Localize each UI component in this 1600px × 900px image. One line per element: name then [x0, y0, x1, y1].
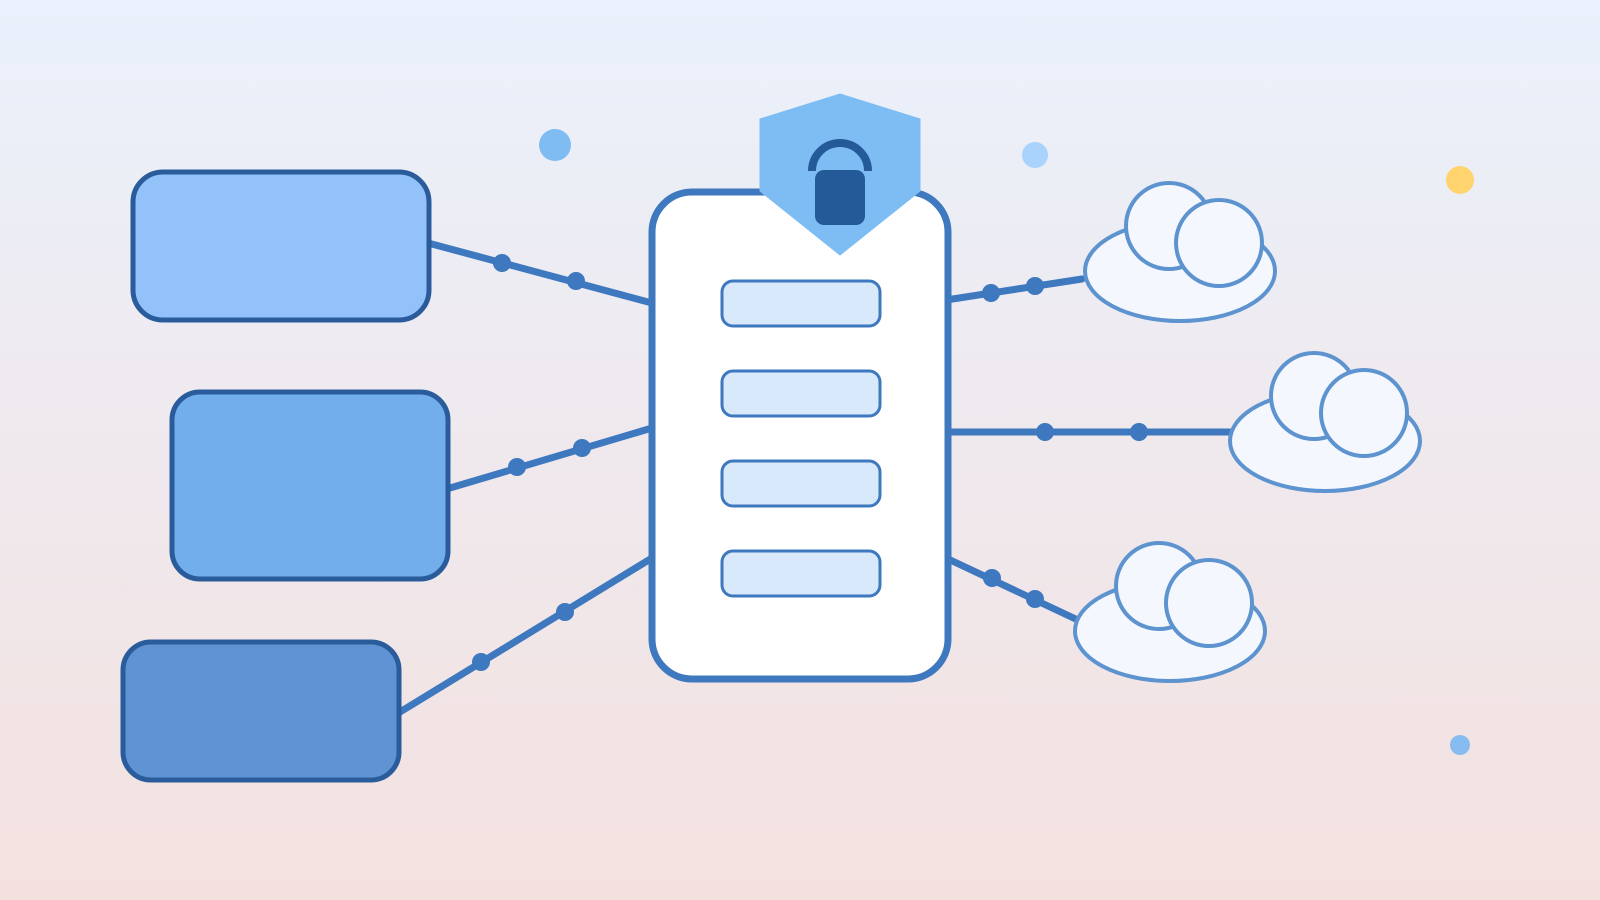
connector-node	[1026, 277, 1044, 295]
connector-node	[508, 458, 526, 476]
server-panel	[648, 188, 952, 683]
server-slot-2	[720, 369, 882, 418]
connector-node	[573, 439, 591, 457]
connector-left-3	[396, 554, 656, 716]
source-box-2	[169, 389, 451, 582]
connector-node	[982, 284, 1000, 302]
cloud-icon	[1083, 181, 1277, 323]
decorative-dot	[539, 129, 571, 161]
connector-left-2	[446, 424, 656, 492]
source-box-1	[130, 169, 432, 323]
server-slot-4	[720, 549, 882, 598]
connector-node	[1036, 423, 1054, 441]
decorative-dot	[1450, 735, 1470, 755]
padlock-shackle	[808, 139, 872, 172]
connector-left-1	[424, 239, 656, 307]
connector-right-3	[942, 554, 1086, 626]
connector-node	[472, 653, 490, 671]
connector-node	[983, 569, 1001, 587]
connector-node	[1026, 590, 1044, 608]
connector-node	[567, 272, 585, 290]
cloud-icon	[1073, 541, 1267, 683]
decorative-dot	[1022, 142, 1048, 168]
connector-node	[493, 254, 511, 272]
connector-right-1	[942, 275, 1086, 304]
padlock-body	[815, 170, 865, 225]
cloud-icon	[1228, 351, 1422, 493]
server-slot-1	[720, 279, 882, 328]
connector-node	[1130, 423, 1148, 441]
decorative-dot	[1446, 166, 1474, 194]
source-box-3	[120, 639, 402, 783]
connector-node	[556, 603, 574, 621]
padlock-icon	[808, 139, 872, 225]
server-slot-3	[720, 459, 882, 508]
